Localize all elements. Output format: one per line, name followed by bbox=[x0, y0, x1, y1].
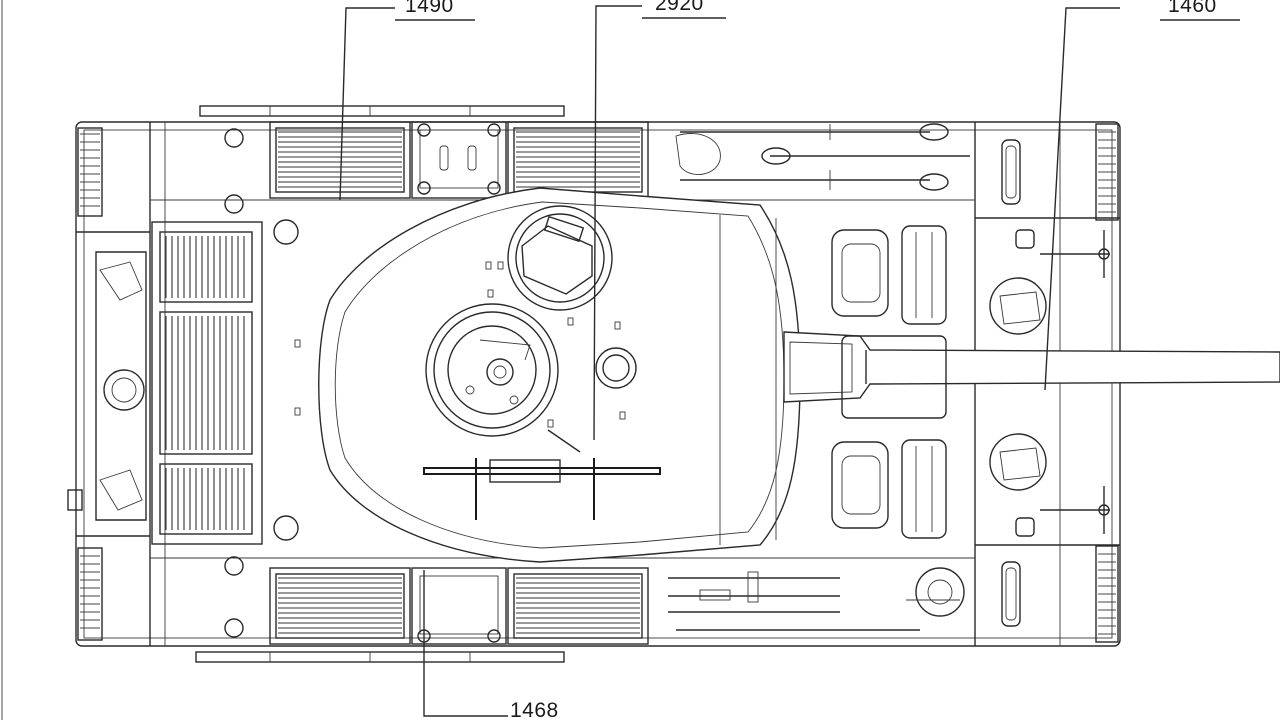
dimension-label-1460: 1460 bbox=[1168, 0, 1217, 17]
dimension-leaders bbox=[339, 5, 1240, 717]
front-hull-hatches bbox=[831, 225, 947, 539]
dimension-label-1468: 1468 bbox=[510, 699, 559, 720]
turret-fixtures bbox=[273, 219, 626, 541]
track-ends bbox=[77, 123, 1119, 643]
fenders bbox=[195, 105, 565, 663]
bottom-stowed-tools bbox=[668, 567, 965, 631]
dimension-label-2920: 2920 bbox=[655, 0, 704, 15]
dimension-label-1490: 1490 bbox=[405, 0, 454, 17]
commander-cupola bbox=[425, 303, 559, 437]
rear-engine-grille bbox=[151, 221, 263, 545]
top-stowed-tools bbox=[675, 123, 970, 191]
rear-hull-details bbox=[67, 128, 244, 638]
main-gun bbox=[783, 331, 1280, 403]
front-hull-details bbox=[989, 139, 1110, 627]
loader-hatch bbox=[507, 205, 613, 311]
hull-outline bbox=[75, 121, 1121, 647]
turret bbox=[318, 187, 801, 563]
top-side-grilles bbox=[269, 121, 649, 199]
mounted-machine-gun bbox=[423, 429, 661, 520]
periscope bbox=[595, 347, 637, 389]
bottom-side-grilles bbox=[269, 567, 649, 645]
